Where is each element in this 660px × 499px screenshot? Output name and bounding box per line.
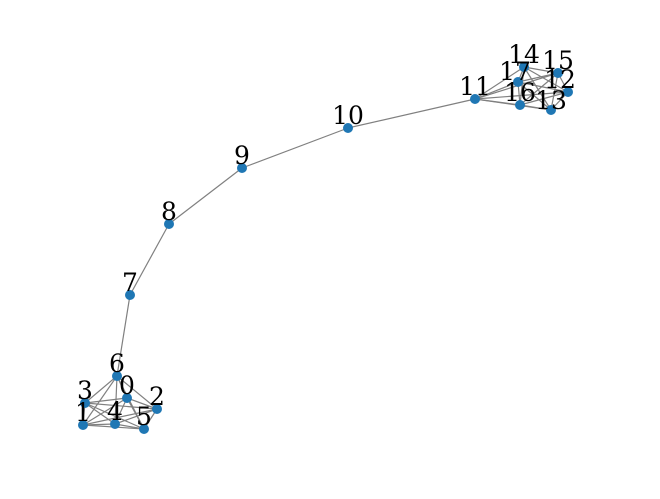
node-label-1: 1 xyxy=(75,398,91,427)
edge-3-4 xyxy=(84,402,116,425)
node-label-8: 8 xyxy=(161,197,177,226)
edge-14-16 xyxy=(519,66,525,106)
node-11 xyxy=(470,94,480,104)
node-label-17: 17 xyxy=(499,57,531,86)
node-label-16: 16 xyxy=(504,78,536,107)
edge-15-16 xyxy=(519,72,559,106)
node-label-9: 9 xyxy=(234,141,250,170)
edge-13-14 xyxy=(523,66,552,111)
edge-15-17 xyxy=(517,72,559,83)
edge-1-6 xyxy=(82,375,118,426)
node-14 xyxy=(519,62,529,72)
edge-14-15 xyxy=(523,66,559,74)
edge-7-8 xyxy=(129,223,170,296)
node-8 xyxy=(164,219,174,229)
node-2 xyxy=(152,404,162,414)
node-label-4: 4 xyxy=(107,397,123,426)
edge-12-17 xyxy=(517,81,569,93)
node-layer xyxy=(78,62,573,434)
node-12 xyxy=(563,87,573,97)
node-label-5: 5 xyxy=(136,402,152,431)
edge-3-5 xyxy=(84,402,145,430)
node-10 xyxy=(343,123,353,133)
node-16 xyxy=(515,100,525,110)
edge-13-17 xyxy=(517,81,552,111)
edge-10-11 xyxy=(347,98,476,129)
edge-2-6 xyxy=(116,375,158,410)
node-label-12: 12 xyxy=(544,65,576,94)
edge-13-16 xyxy=(519,104,552,111)
node-6 xyxy=(112,371,122,381)
node-5 xyxy=(139,424,149,434)
node-7 xyxy=(125,290,135,300)
edge-layer xyxy=(82,66,569,430)
node-13 xyxy=(546,105,556,115)
node-1 xyxy=(78,420,88,430)
node-15 xyxy=(553,68,563,78)
node-17 xyxy=(513,77,523,87)
edge-8-9 xyxy=(168,167,243,225)
edge-2-3 xyxy=(84,402,158,410)
edge-2-4 xyxy=(114,408,158,425)
edge-11-16 xyxy=(474,98,521,106)
node-label-7: 7 xyxy=(122,268,138,297)
edge-12-14 xyxy=(523,66,569,93)
edge-11-17 xyxy=(474,81,519,100)
edge-9-10 xyxy=(241,127,349,169)
edge-11-14 xyxy=(474,66,525,100)
node-label-14: 14 xyxy=(508,40,540,69)
node-0 xyxy=(122,393,132,403)
edge-3-6 xyxy=(84,375,118,404)
node-9 xyxy=(237,163,247,173)
node-label-3: 3 xyxy=(77,376,93,405)
edge-0-3 xyxy=(84,397,128,404)
node-label-2: 2 xyxy=(149,382,165,411)
edge-13-15 xyxy=(550,72,559,111)
node-label-15: 15 xyxy=(542,46,574,75)
node-label-11: 11 xyxy=(459,72,491,101)
node-4 xyxy=(110,419,120,429)
node-label-0: 0 xyxy=(119,371,135,400)
node-label-13: 13 xyxy=(535,86,567,115)
node-3 xyxy=(80,398,90,408)
node-label-10: 10 xyxy=(332,101,364,130)
edge-6-7 xyxy=(116,294,131,377)
edge-0-2 xyxy=(126,397,158,410)
edge-5-6 xyxy=(116,375,145,430)
edge-4-6 xyxy=(114,375,118,425)
node-label-6: 6 xyxy=(109,349,125,378)
edge-1-2 xyxy=(82,408,158,426)
